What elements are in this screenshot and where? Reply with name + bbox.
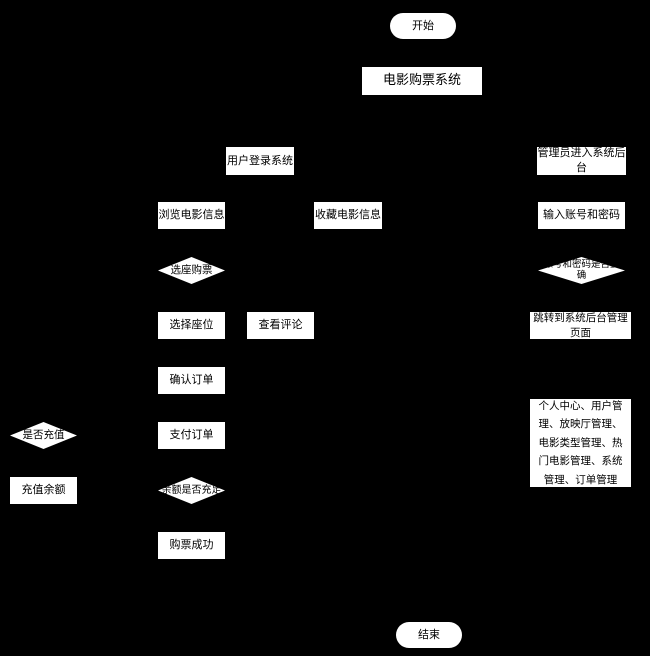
edge-system-user (255, 95, 423, 147)
edge-user-collect (259, 187, 352, 202)
recharge-q-label: 是否充值 (22, 428, 65, 441)
confirm-order-node: 确认订单 (158, 367, 225, 394)
collect-movies-node: 收藏电影信息 (314, 202, 382, 229)
balance-q-label: 余额是否充足 (161, 485, 222, 496)
pay-order-node: 支付订单 (158, 422, 225, 449)
recharge-balance-node: 充值余额 (10, 477, 77, 504)
end-node: 结束 (396, 622, 462, 648)
input-account-node: 输入账号和密码 (538, 202, 625, 229)
system-node: 电影购票系统 (362, 67, 482, 95)
select-ticket-label: 选座购票 (170, 263, 213, 276)
jump-admin-node: 跳转到系统后台管理页面 (530, 312, 631, 339)
admin-modules-node: 个人中心、用户管理、放映厅管理、电影类型管理、热门电影管理、系统管理、订单管理 (530, 399, 631, 487)
admin-enter-node: 管理员进入系统后台 (537, 147, 626, 175)
choose-seat-node: 选择座位 (158, 312, 225, 339)
purchase-success-node: 购票成功 (158, 532, 225, 559)
start-node: 开始 (390, 13, 456, 39)
browse-movies-node: 浏览电影信息 (158, 202, 225, 229)
edge-user-browse (187, 175, 260, 202)
edge-system-admin (422, 124, 585, 147)
view-comments-node: 查看评论 (247, 312, 314, 339)
user-login-node: 用户登录系统 (226, 147, 294, 175)
check-password-label: 账号和密码是否正确 (543, 259, 620, 281)
